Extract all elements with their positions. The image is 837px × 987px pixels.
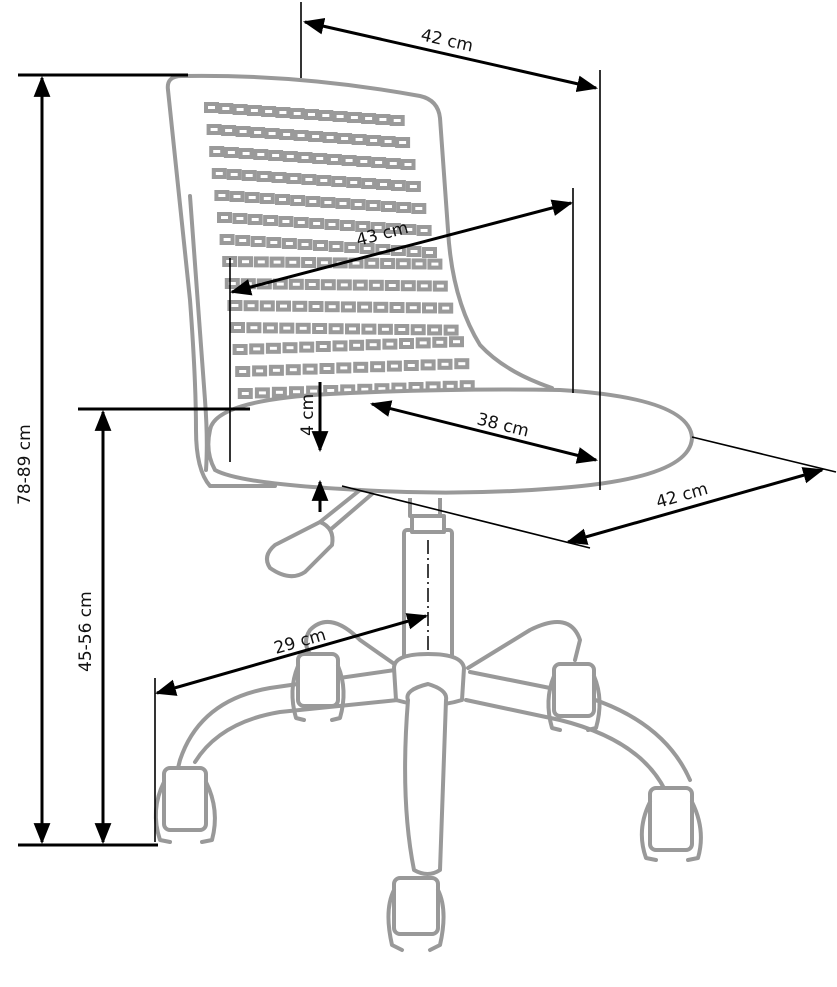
dimension-total-height: 78-89 cm xyxy=(15,73,188,847)
dimension-seat-height: 45-56 cm xyxy=(76,407,250,845)
chair-illustration xyxy=(153,73,703,952)
five-star-base xyxy=(176,620,692,876)
caster-right xyxy=(639,786,703,862)
caster-left xyxy=(153,766,217,844)
dimension-seat-depth: 38 cm xyxy=(369,400,599,464)
label-seat-gap: 4 cm xyxy=(298,394,318,436)
caster-front xyxy=(386,876,446,952)
label-total-height: 78-89 cm xyxy=(15,424,35,505)
height-lever xyxy=(264,488,374,579)
label-backrest-width: 42 cm xyxy=(419,25,475,56)
gas-cylinder xyxy=(402,498,454,672)
caster-back-right xyxy=(546,662,602,732)
label-seat-width: 42 cm xyxy=(654,479,710,513)
dimension-seat-gap: 4 cm xyxy=(298,382,329,512)
label-seat-height: 45-56 cm xyxy=(76,591,96,672)
backrest-mesh-pattern xyxy=(204,102,475,399)
seat xyxy=(206,387,694,495)
